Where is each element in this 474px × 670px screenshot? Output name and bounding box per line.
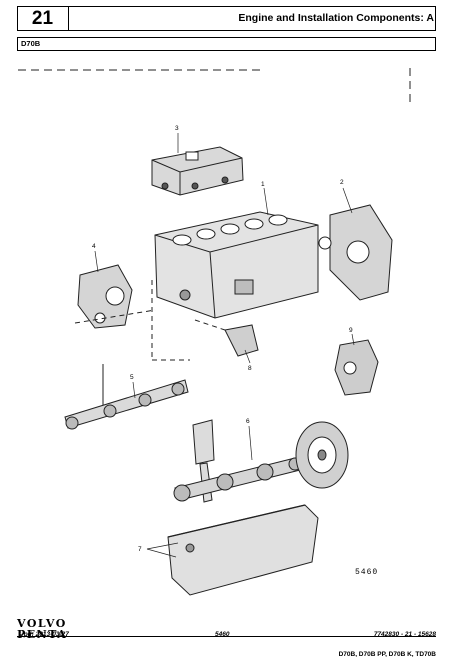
callout-7: 7 — [138, 546, 142, 553]
flywheel — [295, 421, 349, 489]
callout-3: 3 — [175, 125, 179, 132]
volvo-penta-logo: VOLVO PENTA — [17, 618, 67, 640]
injection-pump — [334, 339, 379, 396]
crankshaft — [173, 457, 302, 502]
model-label: D70B — [17, 37, 436, 51]
logo-line-1: VOLVO — [17, 617, 67, 630]
header-box — [17, 6, 436, 31]
logo-line-2: PENTA — [17, 628, 68, 641]
footer-models: D70B, D70B PP, D70B K, TD70B — [338, 651, 436, 658]
figure-number: 5460 — [355, 568, 379, 577]
cylinder-head — [151, 146, 244, 196]
timing-cover — [77, 264, 133, 329]
engine-block — [154, 211, 319, 319]
flywheel-housing — [318, 204, 393, 301]
callout-2: 2 — [340, 179, 344, 186]
engine-mount-bracket — [224, 324, 259, 357]
footer-updated: Upd: 2013-03-27 — [19, 631, 69, 638]
exploded-parts-drawing: 1 2 3 4 5 6 7 8 9 — [18, 68, 411, 596]
leader-lines — [94, 133, 355, 558]
camshaft — [64, 364, 189, 430]
section-number: 21 — [17, 6, 69, 31]
footer-doc-ref: 7742830 - 21 - 15628 — [373, 631, 436, 638]
callout-9: 9 — [349, 327, 353, 334]
callout-6: 6 — [246, 418, 250, 425]
footer-page-ref: 5460 — [215, 631, 230, 638]
oil-sump — [167, 504, 319, 596]
callout-1: 1 — [261, 181, 265, 188]
callout-5: 5 — [130, 374, 134, 381]
footer-divider — [17, 636, 436, 637]
callout-4: 4 — [92, 243, 96, 250]
dashed-guide-top — [18, 68, 411, 102]
page-title: Engine and Installation Components: A — [238, 12, 434, 24]
callout-8: 8 — [248, 365, 252, 372]
